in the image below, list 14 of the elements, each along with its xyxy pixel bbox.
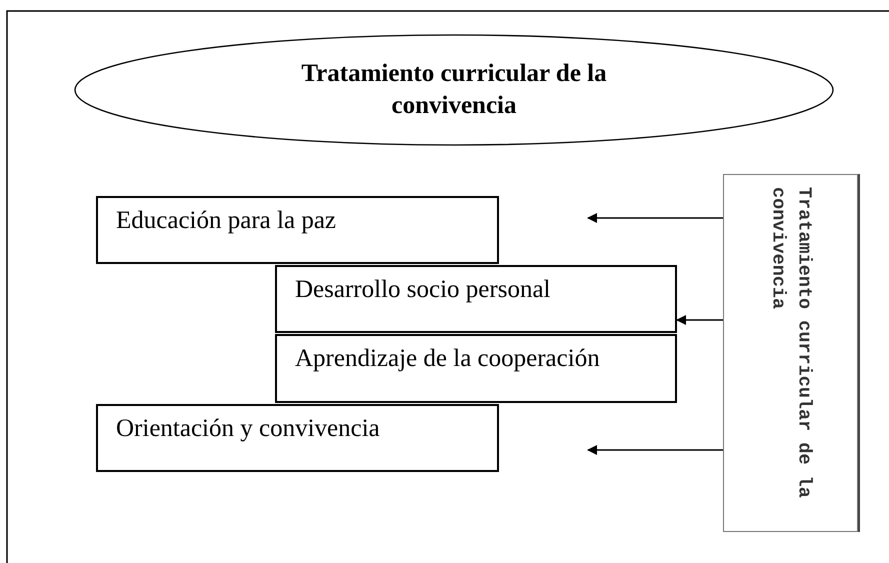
- arrow: [587, 213, 723, 223]
- arrow: [676, 315, 723, 325]
- arrow: [587, 445, 723, 455]
- process-box: [275, 334, 677, 403]
- title-text: Tratamiento curricular de la convivencia: [300, 58, 608, 121]
- box-label: Orientación y convivencia: [116, 415, 380, 442]
- vertical-label-box: [723, 174, 858, 532]
- process-box: [96, 404, 499, 472]
- box-label: Educación para la paz: [116, 207, 336, 234]
- process-box: [275, 265, 677, 333]
- box-label: Tratamiento curricular de la convivencia: [766, 187, 816, 500]
- process-box: [96, 196, 499, 264]
- box-label: Aprendizaje de la cooperación: [295, 345, 600, 372]
- box-label: Desarrollo socio personal: [295, 276, 550, 303]
